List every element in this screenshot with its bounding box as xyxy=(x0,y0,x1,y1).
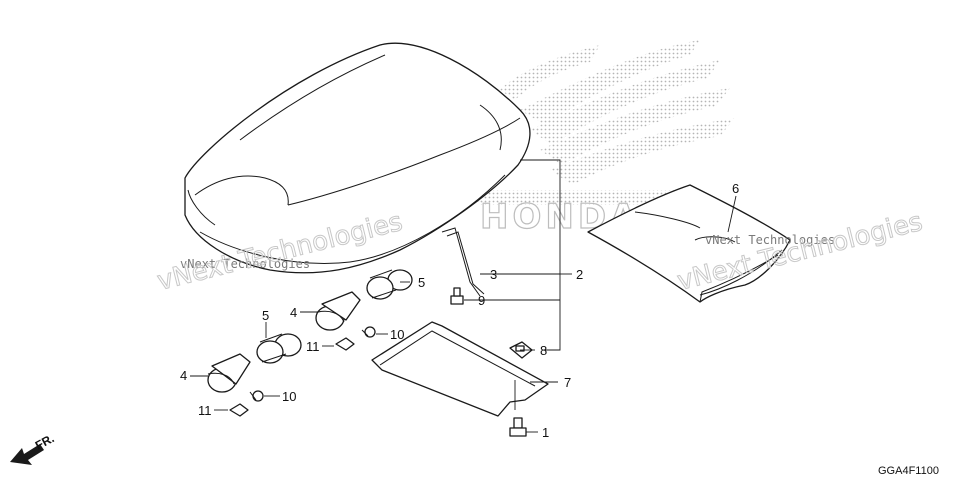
brand-wing-logo xyxy=(470,40,735,205)
callout-10-upper: 10 xyxy=(390,327,404,342)
watermark-small-left: vNext Technologies xyxy=(180,257,310,271)
callout-2: 2 xyxy=(576,267,583,282)
seat-wire-bracket xyxy=(441,227,485,297)
callouts: 1 2 3 4 4 5 5 6 7 8 9 10 10 11 11 xyxy=(180,181,739,440)
watermark-small-right: vNext Technologies xyxy=(705,233,835,247)
screw-10-lower xyxy=(249,390,264,402)
seat-cover-bag xyxy=(587,184,791,303)
callout-11-lower: 11 xyxy=(198,403,212,418)
seat-plate xyxy=(371,321,549,417)
damper-5-lower xyxy=(256,333,302,364)
callout-4-upper: 4 xyxy=(290,305,297,320)
bolt-1 xyxy=(509,417,527,437)
callout-5-upper: 5 xyxy=(418,275,425,290)
bolt-9 xyxy=(450,287,464,305)
callout-11-upper: 11 xyxy=(306,339,320,354)
nut-11-upper xyxy=(335,337,355,351)
front-direction-arrow: FR. xyxy=(10,431,56,465)
seat-assembly xyxy=(184,42,531,274)
callout-3: 3 xyxy=(490,267,497,282)
callout-5-lower: 5 xyxy=(262,308,269,323)
figure-code: GGA4F1100 xyxy=(878,465,939,477)
leader-lines xyxy=(190,159,737,433)
callout-1: 1 xyxy=(542,425,549,440)
callout-6: 6 xyxy=(732,181,739,196)
callout-8: 8 xyxy=(540,343,547,358)
callout-7: 7 xyxy=(564,375,571,390)
screw-10-upper xyxy=(361,326,376,338)
callout-4-lower: 4 xyxy=(180,368,187,383)
clamp-4-lower xyxy=(207,353,251,393)
nut-11-lower xyxy=(229,403,249,417)
damper-5-upper xyxy=(366,269,413,300)
callout-10-lower: 10 xyxy=(282,389,296,404)
clamp-4-upper xyxy=(315,291,361,331)
callout-9: 9 xyxy=(478,293,485,308)
